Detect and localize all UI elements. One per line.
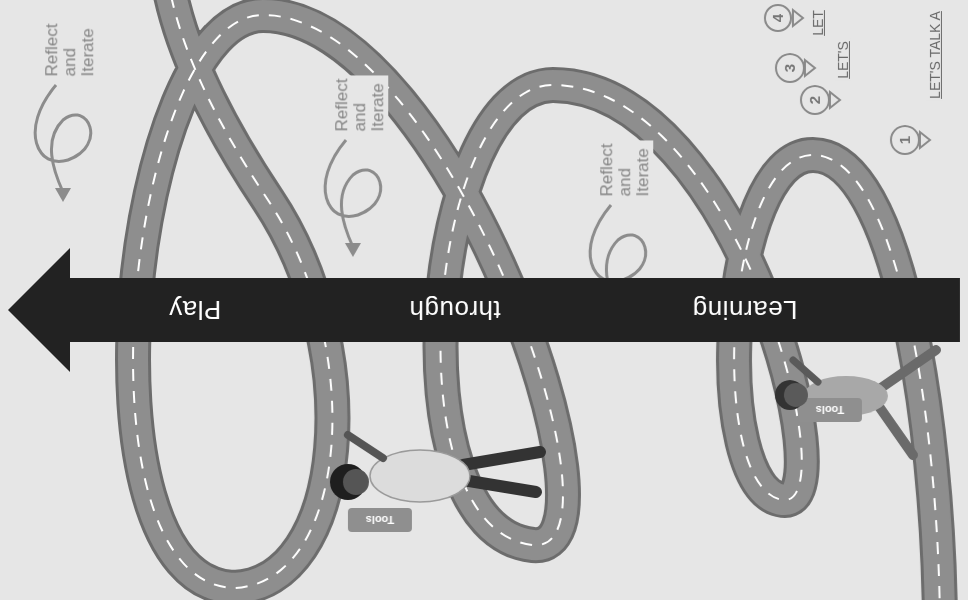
arrow-head — [55, 188, 71, 202]
leg — [463, 480, 536, 492]
reflect-note: Reflect and Iterate — [332, 76, 388, 135]
pin-tail — [805, 60, 815, 76]
pin — [801, 86, 829, 114]
tools-bag — [348, 508, 412, 532]
bag-label: Tools — [364, 514, 397, 526]
arm — [348, 435, 383, 458]
arrow-head — [345, 243, 361, 257]
loop-arrow — [35, 85, 91, 192]
iterate-loop-icon — [325, 140, 381, 257]
pin-tail — [920, 132, 930, 148]
arm — [793, 360, 818, 382]
step-link: LET'S — [835, 39, 851, 81]
reflect-note: Reflect and Iterate — [42, 21, 98, 80]
step-number: 2 — [807, 96, 824, 104]
head — [784, 383, 808, 407]
tools-bag — [798, 398, 862, 422]
step-link: LET'S TALK A — [927, 9, 943, 101]
step-number: 4 — [770, 14, 787, 22]
leg — [878, 350, 936, 390]
pin-tail — [793, 10, 803, 26]
bag-label: Tools — [814, 404, 847, 416]
loop-arrow — [325, 140, 381, 247]
step-number: 1 — [897, 136, 914, 144]
arrow-word: Play — [169, 295, 222, 326]
iterate-loop-icon — [35, 85, 91, 202]
arrow-band: Learning through Play — [8, 248, 960, 372]
step-number: 3 — [782, 64, 799, 72]
leg — [463, 452, 540, 465]
arrow-word: through — [409, 295, 501, 326]
step-link: LET — [810, 8, 826, 38]
walking-figure — [775, 350, 936, 455]
reflect-note: Reflect and Iterate — [597, 141, 653, 200]
walking-figure — [330, 435, 540, 532]
pin — [765, 5, 791, 31]
pin — [776, 54, 804, 82]
leg — [878, 405, 913, 455]
head — [343, 469, 369, 495]
step-pins — [765, 5, 930, 154]
arrow-body — [8, 248, 960, 372]
pin — [891, 126, 919, 154]
pin-tail — [830, 92, 840, 108]
arrow-word: Learning — [692, 295, 797, 326]
